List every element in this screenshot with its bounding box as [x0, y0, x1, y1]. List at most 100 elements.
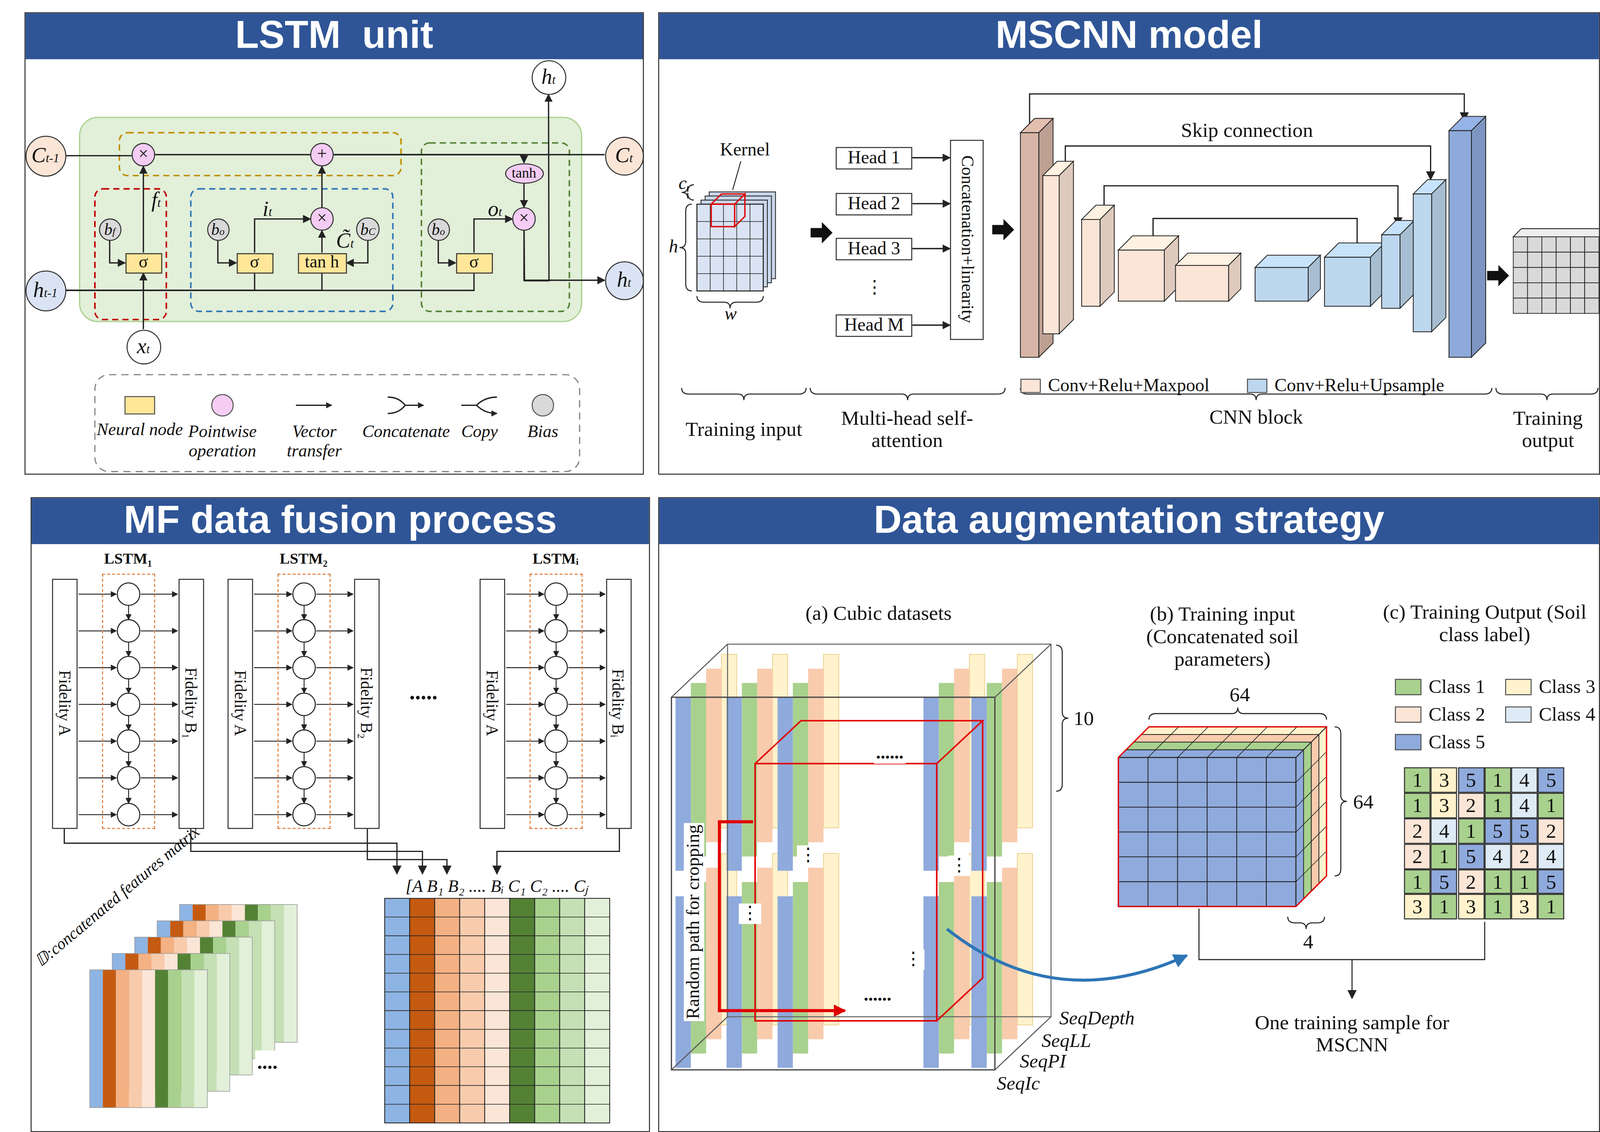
class-cell: 1: [1403, 868, 1431, 894]
lstm-cell: [117, 656, 140, 679]
input-arrow: [78, 813, 117, 815]
input-arrow: [506, 740, 544, 742]
lstm-node: LSTM₂: [277, 572, 331, 828]
output-cell: [1541, 252, 1557, 268]
class-cell: 3: [1430, 792, 1458, 818]
lstm-cell: [117, 619, 140, 643]
soil-bar: [706, 668, 722, 843]
node-text: ×: [317, 209, 327, 229]
cube-back: [727, 644, 1051, 1017]
input-arrow: [506, 777, 544, 779]
soil-bar: [938, 682, 955, 857]
legend-text: Pointwise operation: [177, 422, 268, 461]
sheet-stripe: [141, 969, 155, 1107]
connector: [217, 240, 237, 263]
state-arrow: [555, 715, 557, 730]
output-top: [1513, 228, 1600, 237]
legend-text: Conv+Relu+Maxpool: [1048, 375, 1210, 396]
node-text: tan h: [304, 253, 340, 273]
output-cell: [1584, 252, 1599, 268]
legend-swatch: [1020, 378, 1041, 393]
state-arrow: [555, 678, 557, 693]
block-front: [1413, 193, 1432, 332]
node-text: LSTM₂: [277, 549, 329, 567]
output-arrow: [316, 777, 354, 779]
soil-bar: [1002, 867, 1018, 1039]
class-cell: 5: [1457, 767, 1485, 793]
skip-line: [1153, 218, 1358, 252]
output-cell: [1584, 236, 1599, 253]
output-arrow: [316, 740, 354, 742]
label: .....: [409, 679, 438, 705]
connector: [912, 202, 950, 205]
class-cell: 5: [1457, 843, 1485, 869]
legend-swatch: [1246, 378, 1268, 393]
sig-node: σ: [124, 252, 162, 274]
class-cell: 4: [1430, 817, 1458, 844]
node-text: Fidelity A: [482, 670, 501, 736]
circ-node: ht-1: [24, 270, 66, 311]
grid-line: [736, 204, 738, 291]
output-cell: [1527, 282, 1542, 299]
state-arrow: [128, 678, 129, 693]
crop-front: [755, 763, 937, 1021]
connector: [912, 156, 950, 159]
class-cell: 1: [1403, 767, 1431, 793]
output-cell: [1570, 252, 1585, 268]
class-cell: 5: [1537, 868, 1565, 894]
class-cell: 1: [1457, 817, 1485, 844]
lstm-node: LSTMᵢ: [528, 572, 582, 828]
input-arrow: [78, 740, 117, 742]
fid-node: Fidelity A: [226, 578, 253, 828]
op-node: ×: [310, 207, 334, 231]
cube-edge: [671, 1016, 728, 1070]
output-arrow: [316, 813, 354, 815]
output-arrow: [140, 703, 178, 705]
output-arrow: [316, 666, 354, 668]
output-cell: [1570, 298, 1585, 314]
sheet-stripe: [168, 969, 182, 1107]
connector: [438, 240, 456, 263]
legend-item: Class 5: [1394, 731, 1485, 754]
cube-top-line: [1236, 726, 1268, 758]
legend-item: Class 4: [1505, 704, 1596, 726]
node-text: ht: [541, 65, 556, 89]
legend-item: Concatenate: [361, 393, 452, 442]
block-front: [1042, 175, 1060, 334]
block-side: [1471, 116, 1486, 358]
input-arrow: [78, 666, 117, 668]
input-face: [697, 204, 764, 291]
circ-node: Ct: [604, 136, 644, 176]
fusion-line: [367, 828, 447, 874]
input-arrow: [254, 593, 292, 595]
grid-line: [697, 273, 764, 274]
node-text: MF data fusion process: [31, 498, 650, 545]
soil-bar: [726, 697, 743, 871]
label: ⋮: [865, 277, 884, 298]
input-arrow: [78, 703, 117, 705]
state-arrow: [555, 605, 557, 620]
legend-swatch: [211, 393, 234, 417]
op-node: +: [310, 143, 334, 167]
label: One training sample for MSCNN: [1250, 1010, 1455, 1056]
node-text: ×: [138, 145, 149, 165]
sheet-stripe: [154, 969, 169, 1107]
input-arrow: [254, 813, 292, 815]
op-node: ×: [512, 207, 536, 231]
input-arrow: [78, 630, 117, 631]
node-text: LSTM₁: [102, 549, 154, 567]
output-cell: [1541, 298, 1557, 314]
label: SeqPI: [1019, 1050, 1066, 1072]
node-text: Fidelity A: [230, 670, 249, 736]
class-cell: 1: [1484, 767, 1512, 793]
soil-bar: [1002, 668, 1018, 843]
lstm-cell: [292, 766, 316, 789]
label: ⋮: [948, 855, 971, 876]
connector: [254, 219, 311, 253]
state-arrow: [303, 715, 305, 730]
node-text: σ: [249, 253, 260, 273]
legend-symbol: [384, 393, 428, 417]
grid-line: [1265, 757, 1267, 907]
output-arrow: [140, 630, 178, 631]
legend-item: Neural node: [94, 395, 185, 440]
